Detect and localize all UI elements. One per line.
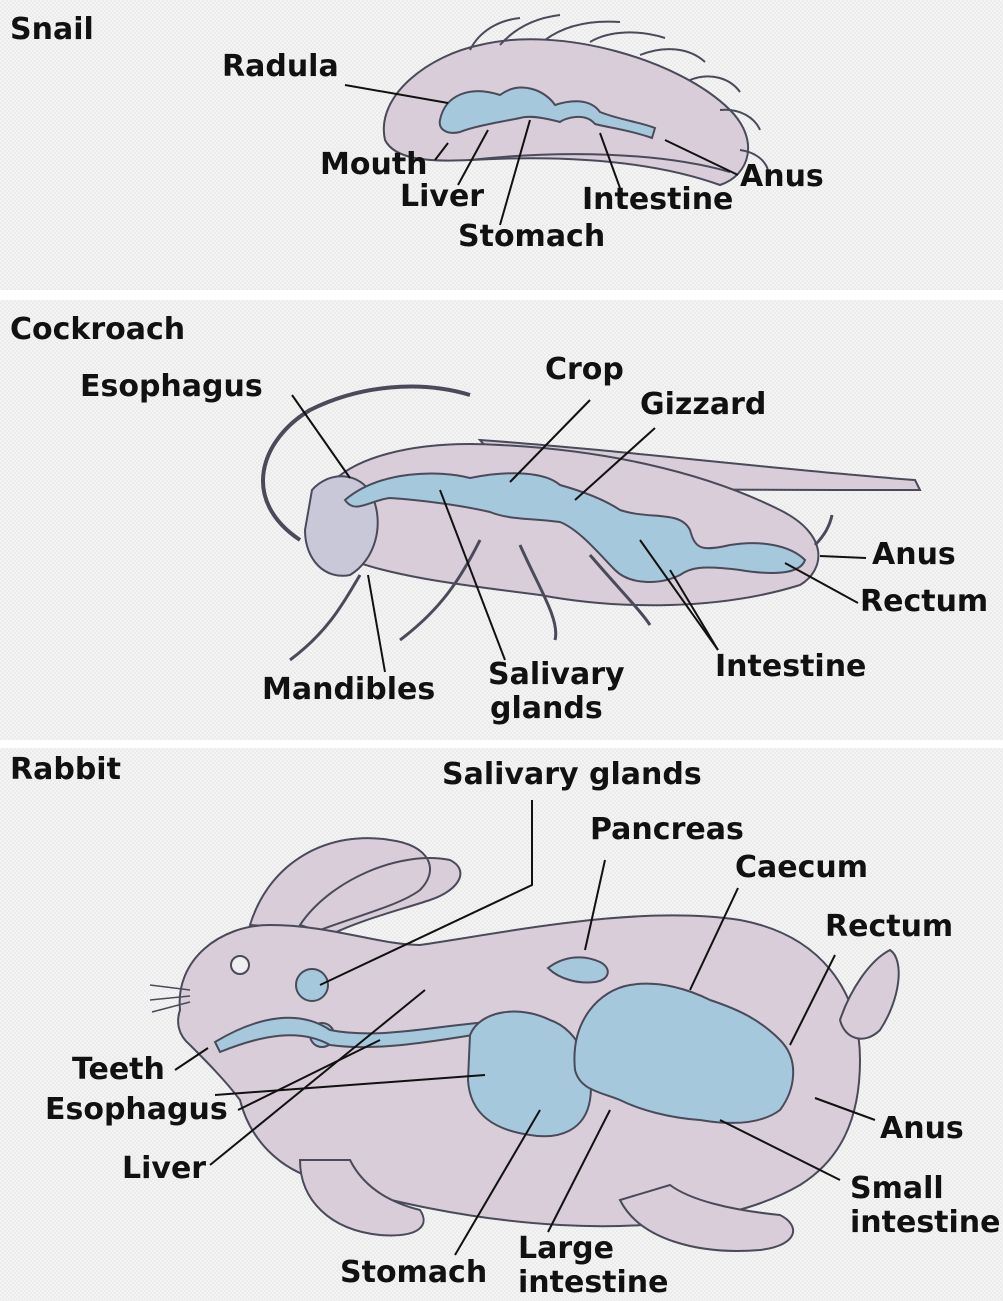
- label-salivary-line2: glands: [488, 692, 625, 726]
- snail-illustration: [384, 15, 768, 185]
- label-mandibles: Mandibles: [262, 673, 435, 707]
- label-radula: Radula: [222, 50, 339, 84]
- label-anus: Anus: [872, 538, 956, 572]
- label-rectum: Rectum: [825, 910, 953, 944]
- label-esophagus: Esophagus: [45, 1093, 228, 1127]
- label-anus: Anus: [880, 1112, 964, 1146]
- cockroach-illustration: [263, 387, 920, 660]
- label-liver: Liver: [122, 1152, 206, 1186]
- label-pancreas: Pancreas: [590, 813, 744, 847]
- label-caecum: Caecum: [735, 851, 868, 885]
- rabbit-illustration: [150, 838, 899, 1251]
- cockroach-tail: [815, 515, 832, 545]
- label-small-line1: Small: [850, 1172, 1001, 1206]
- label-mouth: Mouth: [320, 148, 428, 182]
- label-esophagus: Esophagus: [80, 370, 263, 404]
- rabbit-title: Rabbit: [10, 752, 121, 787]
- label-large-line2: intestine: [518, 1266, 669, 1300]
- label-crop: Crop: [545, 353, 624, 387]
- label-large-line1: Large: [518, 1232, 669, 1266]
- label-teeth: Teeth: [72, 1053, 165, 1087]
- label-small-line2: intestine: [850, 1206, 1001, 1240]
- label-rectum: Rectum: [860, 585, 988, 619]
- label-liver: Liver: [400, 180, 484, 214]
- label-intestine: Intestine: [715, 650, 866, 684]
- label-salivary-glands: Salivary glands: [488, 658, 625, 725]
- rabbit-eye: [231, 956, 249, 974]
- label-stomach: Stomach: [340, 1256, 487, 1290]
- cockroach-title: Cockroach: [10, 312, 185, 347]
- label-salivary-glands: Salivary glands: [442, 758, 702, 792]
- label-intestine: Intestine: [582, 183, 733, 217]
- rabbit-tail: [840, 950, 899, 1039]
- label-anus: Anus: [740, 160, 824, 194]
- label-gizzard: Gizzard: [640, 388, 766, 422]
- label-small-intestine: Small intestine: [850, 1172, 1001, 1239]
- label-stomach: Stomach: [458, 220, 605, 254]
- snail-title: Snail: [10, 12, 94, 47]
- label-salivary-line1: Salivary: [488, 658, 625, 692]
- label-large-intestine: Large intestine: [518, 1232, 669, 1299]
- rabbit-ears: [250, 838, 460, 935]
